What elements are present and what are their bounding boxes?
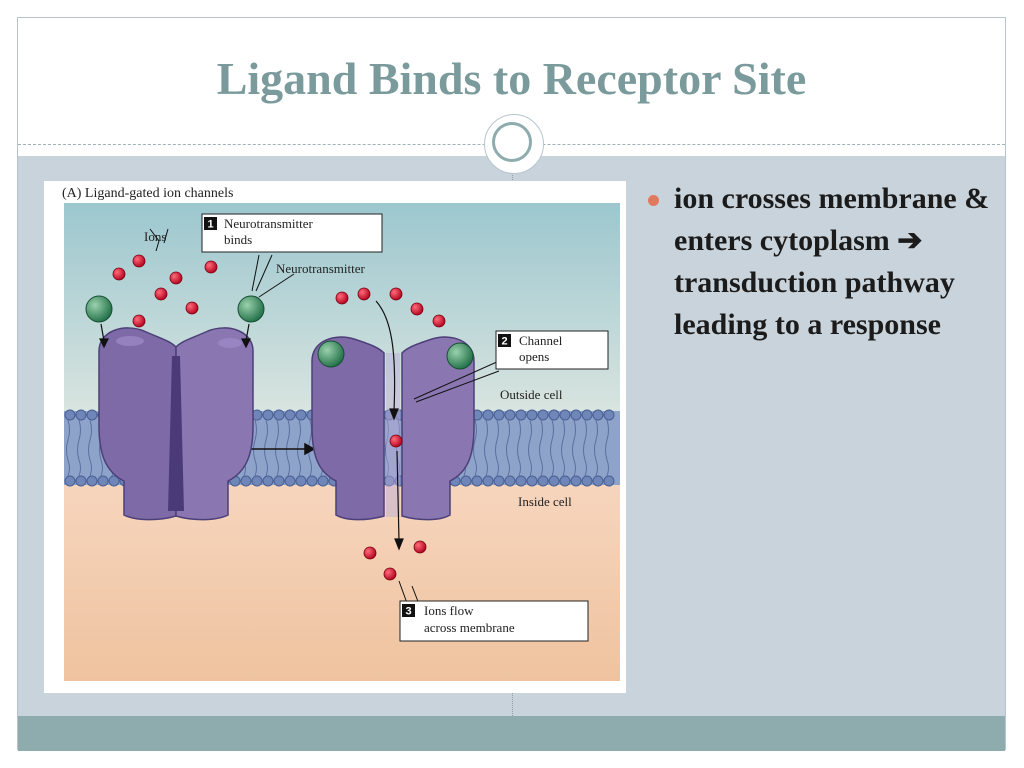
open-channel bbox=[311, 336, 475, 521]
ions-label: Ions bbox=[144, 229, 166, 244]
bullet-item: ion crosses membrane & enters cytoplasm … bbox=[648, 178, 998, 346]
step3-number: 3 bbox=[405, 606, 411, 618]
figure-caption: (A) Ligand-gated ion channels bbox=[62, 186, 233, 201]
binding-arrows bbox=[99, 323, 251, 349]
ion-channel-diagram: (A) Ligand-gated ion channels bbox=[62, 186, 620, 681]
step3-line2: across membrane bbox=[424, 620, 515, 635]
step1-line2: binds bbox=[224, 232, 252, 247]
step1-number: 1 bbox=[207, 219, 213, 231]
closed-channel bbox=[98, 327, 254, 521]
neurotransmitter-molecules bbox=[85, 295, 474, 370]
ion-channel-figure: (A) Ligand-gated ion channels bbox=[44, 181, 626, 693]
step2-callout: 2 Channel opens bbox=[495, 330, 609, 370]
step3-line1: Ions flow bbox=[424, 603, 474, 618]
ions bbox=[112, 254, 446, 581]
step3-callout: 3 Ions flow across membrane bbox=[399, 600, 589, 642]
step1-line1: Neurotransmitter bbox=[224, 216, 313, 231]
bullet-text: ion crosses membrane & enters cytoplasm … bbox=[674, 182, 990, 341]
inside-cell-label: Inside cell bbox=[518, 494, 572, 509]
slide-title: Ligand Binds to Receptor Site bbox=[216, 53, 807, 104]
ion-flow-arrow bbox=[375, 300, 404, 551]
slide: Ligand Binds to Receptor Site bbox=[17, 17, 1006, 751]
divider-ornament-ring bbox=[492, 122, 532, 162]
step2-line2: opens bbox=[519, 349, 549, 364]
outside-cell-label: Outside cell bbox=[500, 387, 563, 402]
step2-number: 2 bbox=[501, 336, 507, 348]
bullet-list: ion crosses membrane & enters cytoplasm … bbox=[648, 178, 998, 346]
bullet-marker-icon bbox=[648, 195, 659, 206]
step1-callout: 1 Neurotransmitter binds bbox=[201, 213, 383, 253]
neurotransmitter-label: Neurotransmitter bbox=[276, 261, 365, 276]
footer-band bbox=[18, 716, 1005, 751]
step2-line1: Channel bbox=[519, 333, 563, 348]
